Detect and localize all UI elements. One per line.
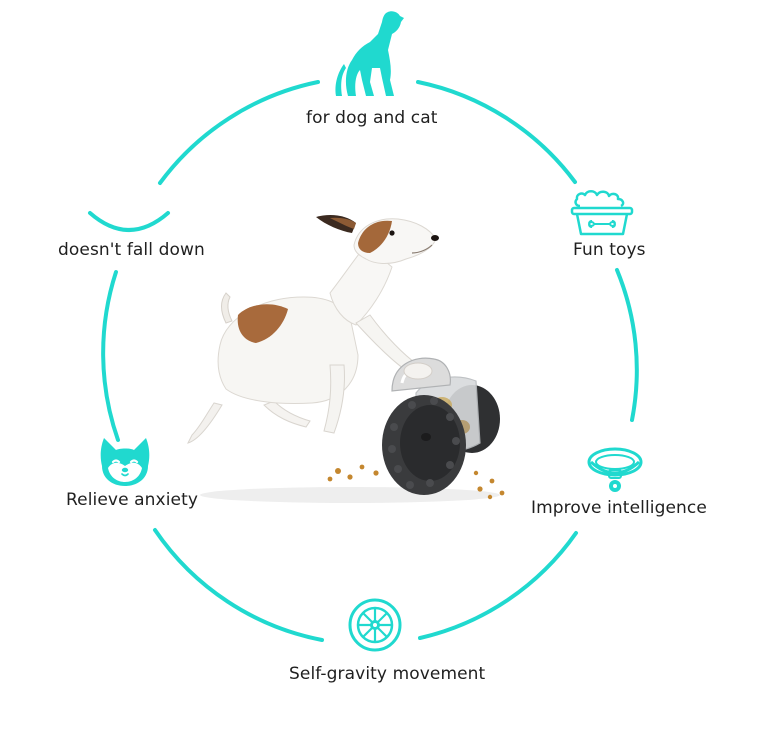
ring-arc-right xyxy=(615,268,639,422)
dog-with-toy-photo xyxy=(187,215,505,503)
ring-arc-top-left xyxy=(158,80,320,185)
ring-arc-top-right xyxy=(416,80,577,184)
feature-label-self-gravity-movement: Self-gravity movement xyxy=(289,664,486,684)
ring-arc-bottom-right xyxy=(418,531,578,640)
ring-arc-bottom-left xyxy=(153,528,324,642)
wheel-icon xyxy=(348,598,402,652)
shiba-face-icon xyxy=(100,438,150,486)
feature-label-fun-toys: Fun toys xyxy=(573,240,646,260)
feature-label-relieve-anxiety: Relieve anxiety xyxy=(66,490,198,510)
food-bowl-icon xyxy=(570,190,634,236)
smile-arc-icon xyxy=(88,211,170,232)
feature-label-doesnt-fall-down: doesn't fall down xyxy=(58,240,205,260)
pet-collar-icon xyxy=(587,447,643,492)
feature-label-improve-intelligence: Improve intelligence xyxy=(531,498,707,518)
feature-label-dog-and-cat: for dog and cat xyxy=(306,108,438,128)
dog-silhouette-icon xyxy=(335,11,404,96)
ring-arc-left xyxy=(101,270,120,442)
